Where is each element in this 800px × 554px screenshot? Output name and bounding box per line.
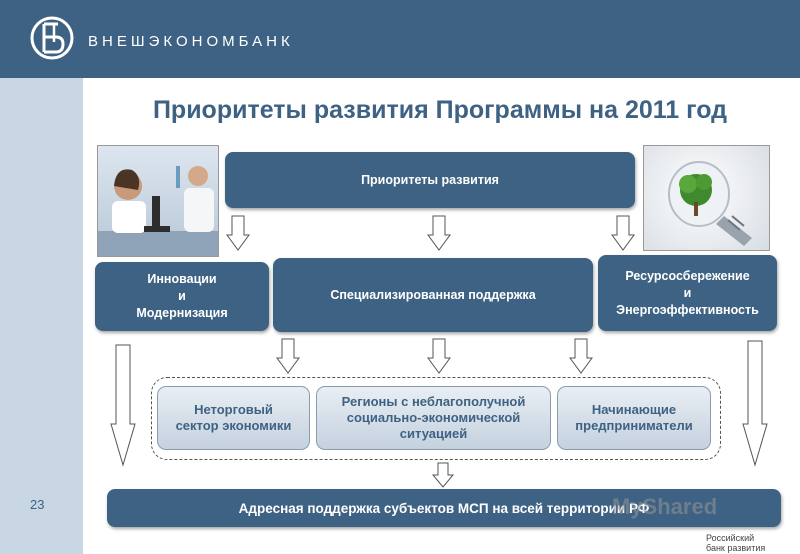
nontrade-line-1: Неторговый xyxy=(194,402,273,417)
nontrade-sector-box: Неторговый сектор экономики xyxy=(157,386,310,450)
target-groups-frame xyxy=(151,377,721,460)
innovation-line-2: и xyxy=(178,289,186,303)
arrow-down-icon xyxy=(427,215,451,251)
innovation-line-3: Модернизация xyxy=(136,306,228,320)
regions-line-1: Регионы с неблагополучной xyxy=(341,394,526,409)
watermark: MyShared xyxy=(612,494,718,519)
footer-line-1: Российский xyxy=(706,533,755,543)
page-number: 23 xyxy=(30,497,45,512)
arrow-down-icon xyxy=(569,338,593,374)
microscope-scientist-icon xyxy=(98,166,218,256)
light-bulb-icon xyxy=(668,161,752,246)
nontrade-line-2: сектор экономики xyxy=(175,418,292,433)
entrepreneurs-box: Начинающие предприниматели xyxy=(557,386,711,450)
arrow-down-icon xyxy=(431,462,455,488)
long-arrow-down-icon xyxy=(742,340,768,467)
regions-box: Регионы с неблагополучной социально-экон… xyxy=(316,386,551,450)
bank-name: ВНЕШЭКОНОМБАНК xyxy=(88,33,294,50)
regions-line-2: социально-экономической xyxy=(346,410,521,425)
entrepreneurs-line-1: Начинающие xyxy=(591,402,677,417)
footer-logo: Российский банк развития xyxy=(706,533,765,553)
priorities-box: Приоритеты развития xyxy=(225,152,635,208)
resource-line-2: и xyxy=(683,285,692,300)
regions-line-3: ситуацией xyxy=(399,426,468,441)
arrow-down-icon xyxy=(611,215,635,251)
header-bar xyxy=(0,0,800,78)
innovation-box: Инновации и Модернизация xyxy=(95,262,269,331)
arrow-down-icon xyxy=(427,338,451,374)
resource-saving-box: Ресурсосбережение и Энергоэффективность xyxy=(598,255,777,331)
bulb-photo xyxy=(643,145,770,251)
resource-line-1: Ресурсосбережение xyxy=(625,268,750,283)
lab-photo xyxy=(97,145,219,257)
resource-line-3: Энергоэффективность xyxy=(616,302,759,317)
bank-logo-icon xyxy=(30,16,74,60)
page-title: Приоритеты развития Программы на 2011 го… xyxy=(152,96,728,124)
targeted-support-box: Адресная поддержка субъектов МСП на всей… xyxy=(107,489,781,527)
entrepreneurs-line-2: предприниматели xyxy=(575,418,693,433)
arrow-down-icon xyxy=(276,338,300,374)
footer-line-2: банк развития xyxy=(706,543,766,553)
specialized-support-box: Специализированная поддержка xyxy=(273,258,593,332)
long-arrow-down-icon xyxy=(110,344,136,467)
arrow-down-icon xyxy=(226,215,250,251)
innovation-line-1: Инновации xyxy=(147,272,217,286)
left-sidebar xyxy=(0,0,83,554)
